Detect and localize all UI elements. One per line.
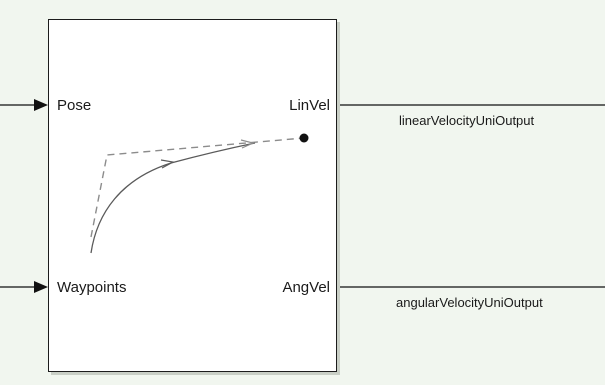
waypoints-input-arrow bbox=[34, 281, 48, 293]
reference-path-dashed bbox=[90, 137, 305, 238]
waypoints-port-label: Waypoints bbox=[57, 279, 127, 296]
angular-velocity-signal-label[interactable]: angularVelocityUniOutput bbox=[396, 295, 543, 310]
linear-velocity-signal-label[interactable]: linearVelocityUniOutput bbox=[399, 113, 535, 128]
goal-point bbox=[299, 133, 309, 143]
angvel-port-label: AngVel bbox=[282, 279, 330, 296]
vehicle-trajectory-curve bbox=[90, 142, 256, 254]
pose-port-label: Pose bbox=[57, 97, 92, 114]
trajectory-arrowhead bbox=[160, 159, 175, 169]
trajectory-arrowhead-2 bbox=[240, 139, 255, 149]
pure-pursuit-path-icon bbox=[90, 133, 309, 254]
pure-pursuit-block[interactable]: Pose Waypoints LinVel AngVel bbox=[48, 19, 337, 372]
pose-input-arrow bbox=[34, 99, 48, 111]
linvel-port-label: LinVel bbox=[289, 97, 330, 114]
